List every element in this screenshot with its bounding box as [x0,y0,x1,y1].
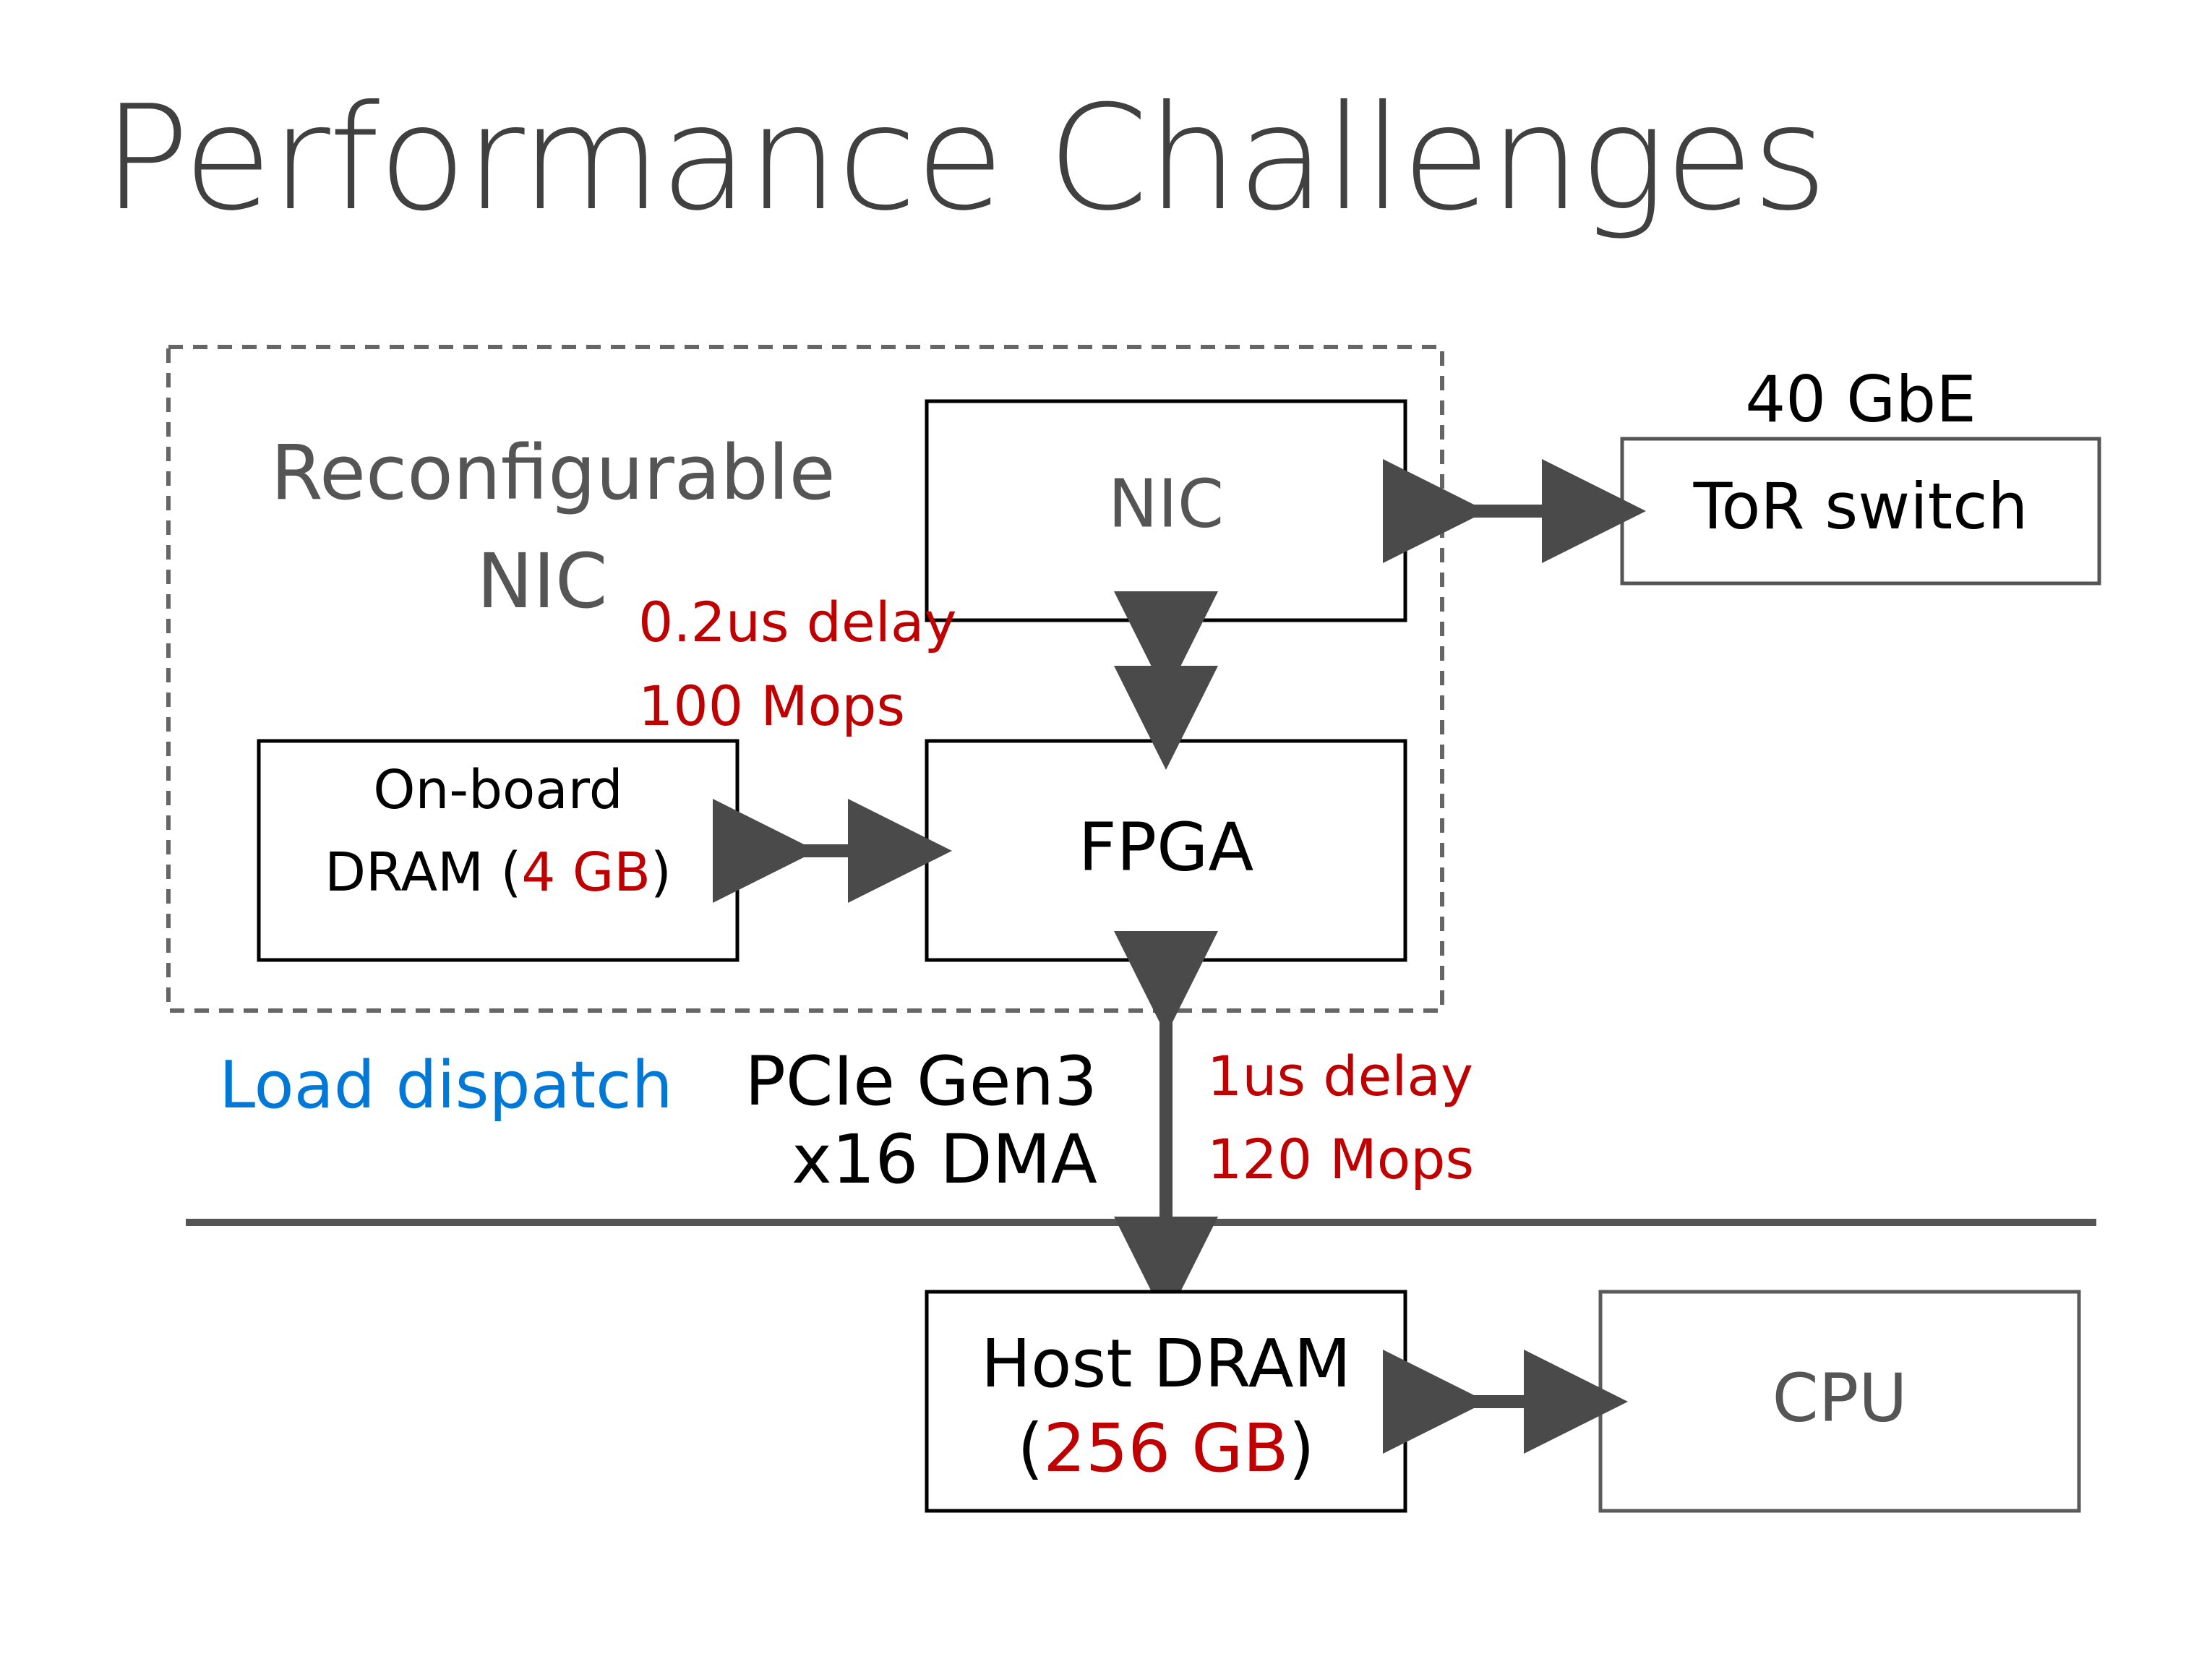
pcie-delay-label: 1us delay [1207,1044,1473,1108]
tor-switch-label: ToR switch [1693,469,2028,544]
reconfigurable-nic-label-line2: NIC [476,537,607,625]
host-dram-label-line2: (256 GB) [1017,1410,1314,1487]
onboard-dram-label-line1: On-board [373,759,623,821]
onboard-dram-box [257,739,740,962]
nic-fpga-delay-label: 0.2us delay [638,590,956,654]
host-dram-capacity: 256 GB [1043,1410,1288,1487]
nic-box-label: NIC [1108,465,1224,542]
pcie-label-line1: PCIe Gen3 [745,1042,1097,1121]
slide-title: Performance Challenges [103,74,1827,243]
onboard-dram-prefix: DRAM ( [325,841,521,904]
pcie-label-line2: x16 DMA [792,1120,1097,1199]
load-dispatch-label: Load dispatch [219,1047,673,1123]
cpu-box-label: CPU [1772,1359,1907,1436]
host-dram-box [925,1290,1407,1513]
pcie-ops-label: 120 Mops [1207,1127,1474,1191]
host-dram-label-line1: Host DRAM [981,1325,1351,1402]
onboard-dram-suffix: ) [651,841,672,904]
tor-speed-label: 40 GbE [1745,362,1976,437]
reconfigurable-nic-label-line1: Reconfigurable [270,429,835,517]
nic-box [925,399,1407,622]
tor-switch-box [1620,437,2101,586]
reconfigurable-nic-group [166,345,1444,1013]
nic-fpga-ops-label: 100 Mops [638,674,905,738]
onboard-dram-capacity: 4 GB [521,841,651,904]
host-dram-suffix: ) [1289,1410,1315,1487]
host-dram-prefix: ( [1017,1410,1043,1487]
fpga-box-label: FPGA [1079,808,1254,886]
onboard-dram-label-line2: DRAM (4 GB) [325,841,672,904]
